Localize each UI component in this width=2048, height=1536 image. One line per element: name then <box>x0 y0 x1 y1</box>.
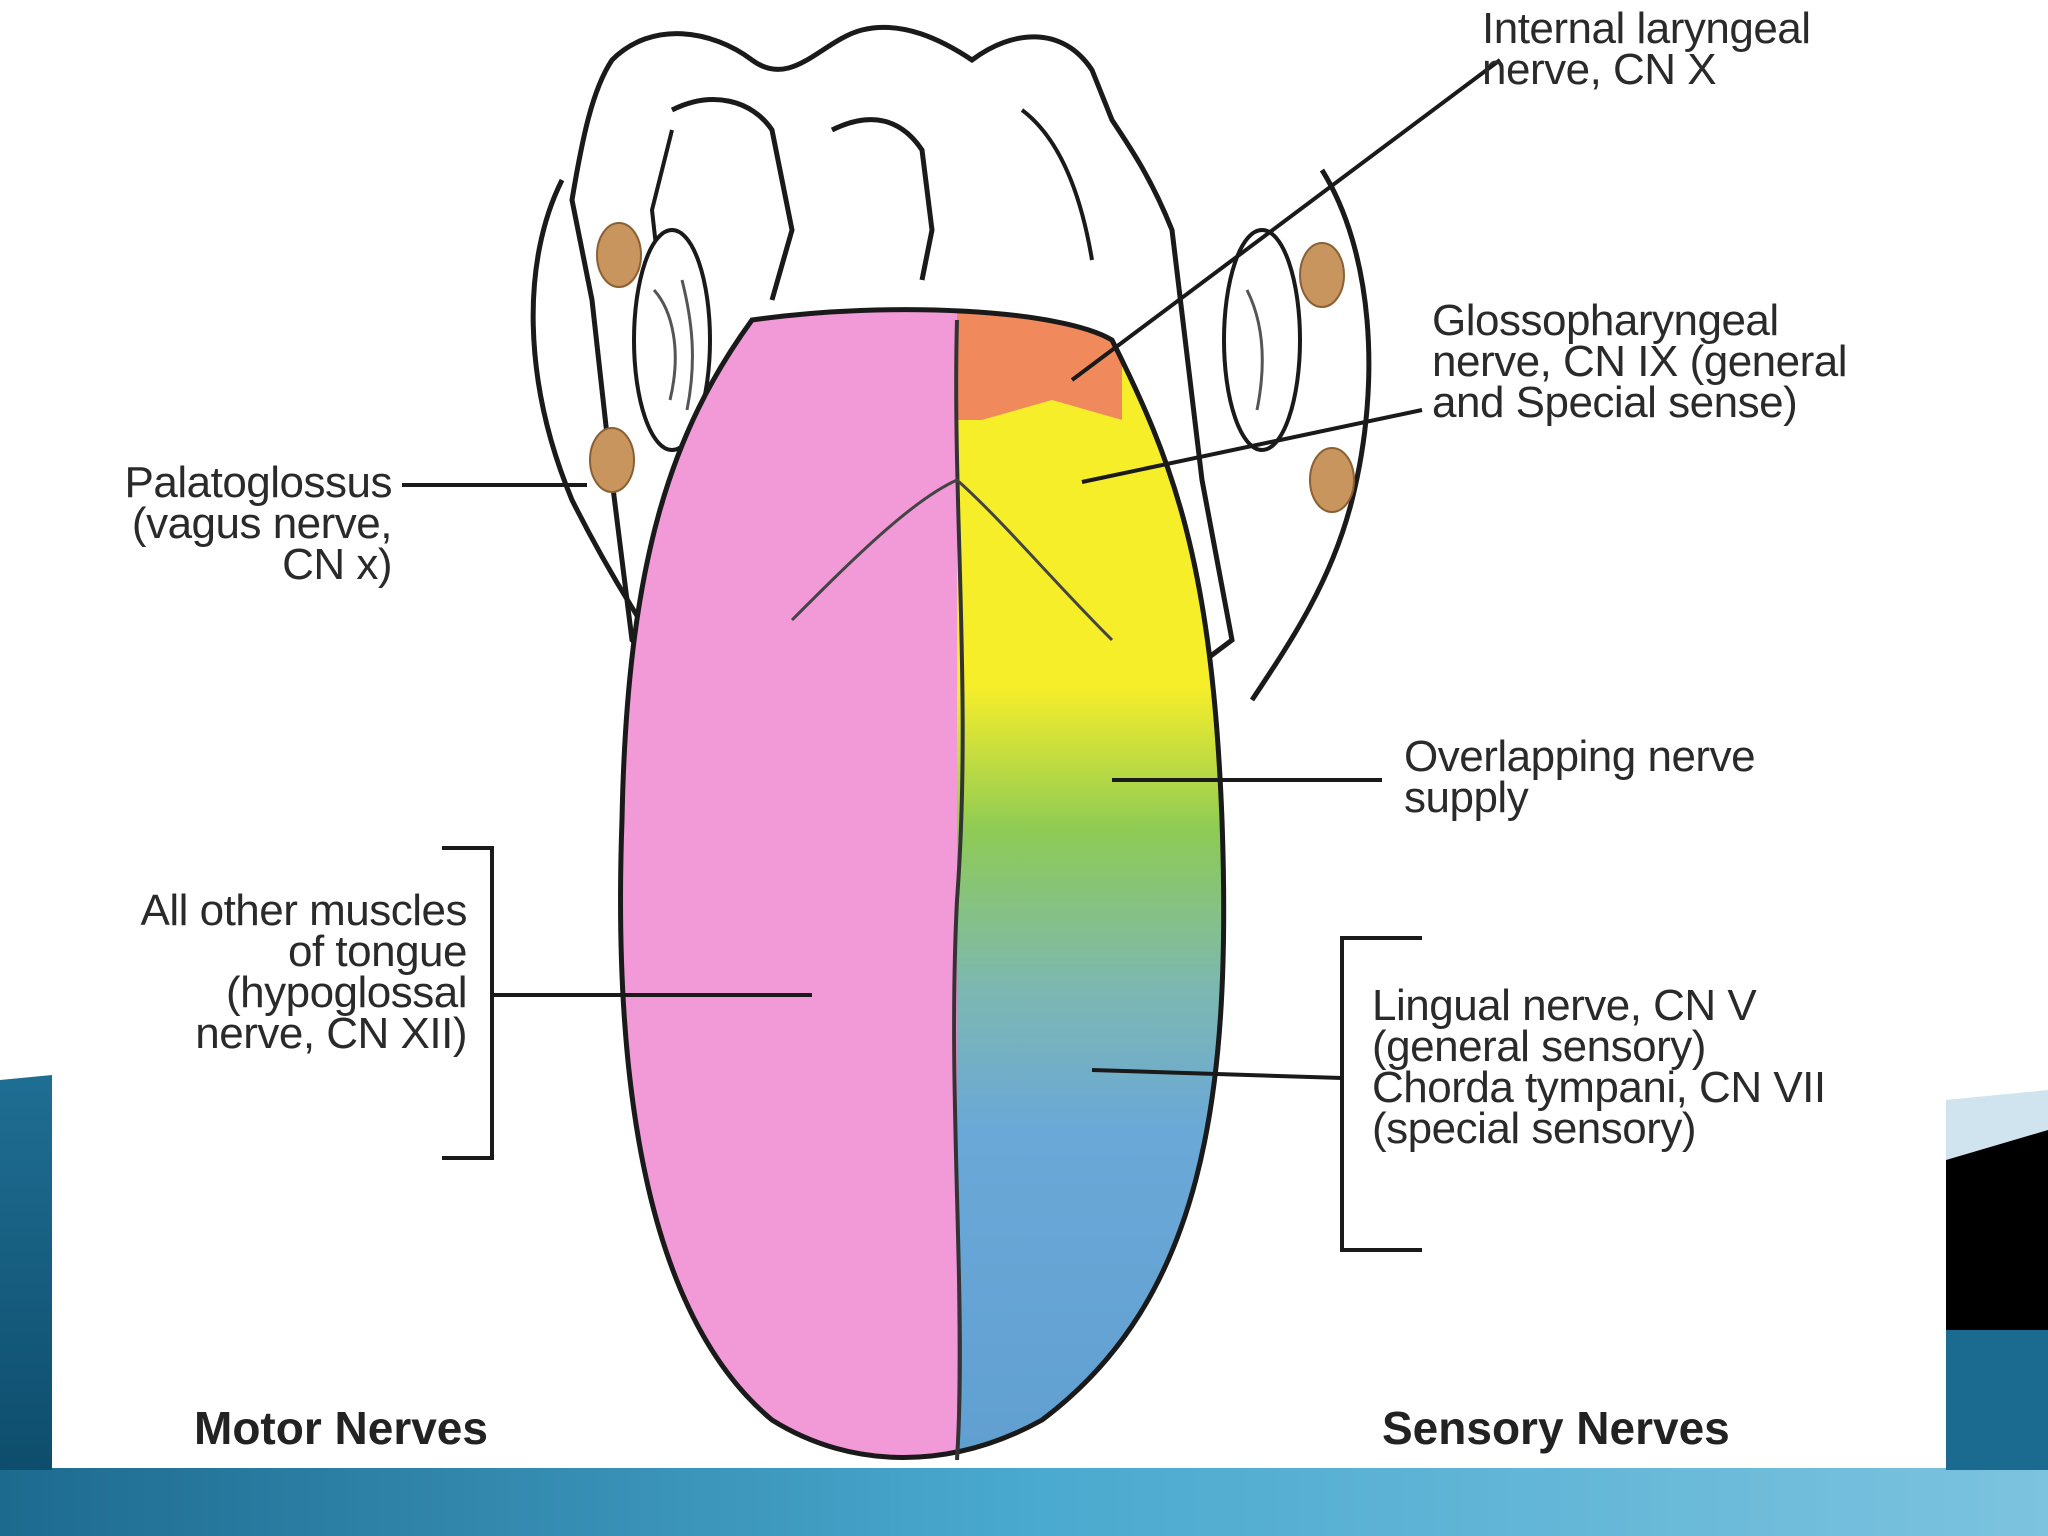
overlapping-nerve-supply-label: Overlapping nerve supply <box>1404 732 1756 822</box>
sulcus-terminalis <box>790 478 1114 642</box>
motor-region-left-half <box>620 309 972 1458</box>
other-muscles-label: All other muscles of tongue (hypoglossal… <box>140 886 467 1058</box>
motor-nerves-heading: Motor Nerves <box>194 1402 488 1454</box>
leader-lines <box>402 58 1502 1252</box>
right-palatoglossal-arch <box>1249 168 1372 702</box>
left-gland-upper <box>596 222 642 288</box>
left-gland-lower <box>589 427 635 493</box>
right-gland-lower <box>1309 447 1355 513</box>
right-gland-upper <box>1299 242 1345 308</box>
palatoglossus-label: Palatoglossus (vagus nerve, CN x) <box>124 458 393 589</box>
tongue-body <box>620 309 1224 1458</box>
lingual-chorda-tympani-label: Lingual nerve, CN V (general sensory) Ch… <box>1372 981 1826 1153</box>
sensory-nerves-heading: Sensory Nerves <box>1382 1402 1730 1454</box>
median-sulcus <box>952 319 965 1461</box>
tongue-innervation-figure: Internal laryngeal nerve, CN X Glossopha… <box>52 0 1946 1468</box>
glossopharyngeal-nerve-label: Glossopharyngeal nerve, CN IX (general a… <box>1432 296 1848 427</box>
internal-laryngeal-nerve-label: Internal laryngeal nerve, CN X <box>1482 4 1811 94</box>
tongue-illustration <box>402 24 1502 1461</box>
